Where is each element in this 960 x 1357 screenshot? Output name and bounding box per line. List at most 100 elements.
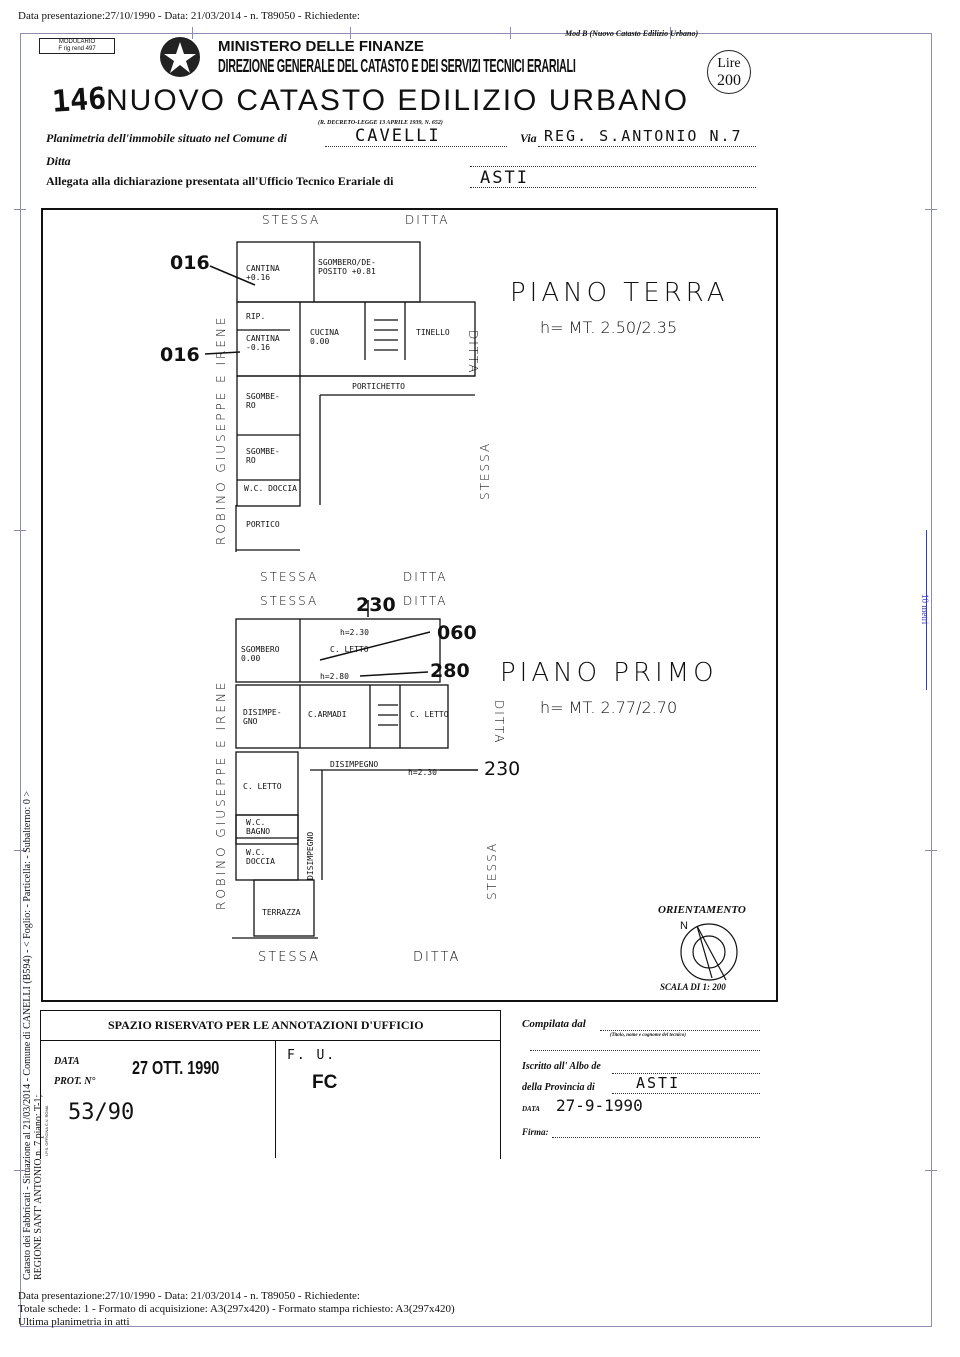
compiler-data-value: 27-9-1990 — [556, 1096, 643, 1115]
room-label: W.C. DOCCIA — [246, 848, 275, 866]
neighbor-label: STESSA — [478, 441, 492, 500]
provincia-line — [612, 1093, 760, 1094]
page-frame — [20, 33, 932, 1327]
annotation-note: F. U. — [287, 1048, 337, 1063]
via-label: Via — [520, 131, 537, 145]
room-label: SGOMBE-RO — [246, 392, 280, 410]
compilata-line — [600, 1030, 760, 1031]
neighbor-label: DITTA — [492, 700, 506, 745]
marker-label: 016 — [160, 344, 200, 366]
room-label: h=2.30 — [340, 628, 369, 637]
protocol-number: 53/90 — [68, 1100, 135, 1125]
room-label: h=2.30 — [408, 768, 437, 777]
comune-value[interactable]: CAVELLI — [355, 126, 441, 146]
room-label: SGOMBERO/DE-POSITO +0.81 — [318, 258, 376, 276]
frame-tick — [192, 27, 193, 39]
frame-tick — [14, 209, 26, 210]
price-label: Lire — [717, 56, 741, 71]
marker-label: 280 — [430, 660, 470, 682]
firma-label: Firma: — [522, 1127, 549, 1137]
marker-label: 230 — [356, 594, 396, 616]
comune-label: Planimetria dell'immobile situato nel Co… — [46, 131, 288, 145]
room-label: RIP. — [246, 312, 266, 321]
room-label: SGOMBE-RO — [246, 447, 280, 465]
vertical-address-info: REGIONE SANT' ANTONIO n. 7 piano: T-1; — [33, 1094, 44, 1280]
neighbor-label: DITTA — [413, 950, 461, 965]
room-label: h=2.80 — [320, 672, 349, 681]
floor-height: h= MT. 2.50/2.35 — [540, 318, 678, 337]
albo-label: Iscritto all' Albo de — [522, 1061, 601, 1072]
room-label: C.ARMADI — [308, 710, 347, 719]
mod-label: Mod B (Nuovo Catasto Edilizio Urbano) — [565, 29, 699, 38]
frame-tick — [670, 27, 671, 39]
compilata-label: Compilata dal — [522, 1018, 586, 1030]
room-label: DISIMPEGNO — [330, 760, 379, 769]
marker-arrows — [204, 265, 478, 771]
room-label: CANTINA +0.16 — [246, 264, 280, 282]
albo-line — [612, 1073, 760, 1074]
header-line: Data presentazione:27/10/1990 - Data: 21… — [18, 10, 360, 22]
compiler-data-label: DATA — [522, 1105, 540, 1113]
plan-area — [41, 208, 778, 1002]
neighbor-label: DITTA — [403, 570, 448, 584]
marker-label: 060 — [437, 622, 477, 644]
neighbor-label: DITTA — [403, 594, 448, 608]
ministry-name: MINISTERO DELLE FINANZE — [218, 38, 424, 55]
room-label: W.C. BAGNO — [246, 818, 271, 836]
floor-title: PIANO PRIMO — [500, 658, 718, 688]
floor-height: h= MT. 2.77/2.70 — [540, 698, 678, 717]
scale-bar — [926, 530, 927, 690]
room-label: CANTINA -0.16 — [246, 334, 280, 352]
room-label: TERRAZZA — [262, 908, 301, 917]
vertical-cadastre-info: Catasto dei Fabbricati - Situazione al 2… — [22, 791, 33, 1280]
via-line — [538, 146, 756, 147]
footer-line: Ultima planimetria in atti — [18, 1316, 130, 1328]
via-value[interactable]: REG. S.ANTONIO N.7 — [544, 127, 743, 145]
footer-line: Totale schede: 1 - Formato di acquisizio… — [18, 1303, 455, 1315]
neighbor-label: STESSA — [485, 841, 499, 900]
neighbor-label: STESSA — [260, 594, 319, 608]
first-floor-walls — [232, 618, 449, 939]
neighbor-label: STESSA — [260, 570, 319, 584]
frame-tick — [350, 27, 351, 39]
provincia-label: della Provincia di — [522, 1082, 595, 1093]
neighbor-owner-label: ROBINO GIUSEPPE E IRENE — [214, 314, 228, 545]
compilata-line-2 — [530, 1050, 760, 1051]
frame-tick — [925, 209, 937, 210]
neighbor-label: STESSA — [258, 950, 321, 965]
orientation-label: ORIENTAMENTO — [658, 904, 746, 916]
ditta-label: Ditta — [46, 154, 71, 168]
data-label: DATA — [54, 1056, 80, 1067]
north-label: N — [680, 920, 688, 932]
ditta-line — [470, 166, 756, 167]
footer-line: Data presentazione:27/10/1990 - Data: 21… — [18, 1290, 360, 1302]
price-stamp: Lire 200 — [707, 50, 751, 94]
neighbor-label: STESSA — [262, 213, 321, 227]
form-title: NUOVO CATASTO EDILIZIO URBANO — [106, 84, 690, 117]
annotations-title: SPAZIO RISERVATO PER LE ANNOTAZIONI D'UF… — [108, 1018, 424, 1032]
floor-plan-drawing — [204, 241, 738, 981]
decree-text: (R. DECRETO-LEGGE 13 APRILE 1939, N. 652… — [318, 120, 443, 126]
scale-bar-label: 10 metri — [920, 594, 930, 625]
comune-line — [325, 146, 507, 147]
room-label: CUCINA 0.00 — [310, 328, 339, 346]
prot-label: PROT. N° — [54, 1076, 96, 1087]
neighbor-owner-label: ROBINO GIUSEPPE E IRENE — [214, 679, 228, 910]
room-label: SGOMBERO 0.00 — [241, 645, 280, 663]
frame-tick — [925, 850, 937, 851]
modulario-label: MODULARIO — [58, 39, 96, 45]
frame-tick — [925, 1170, 937, 1171]
scale-label: SCALA DI 1: 200 — [660, 982, 726, 992]
frame-tick — [14, 850, 26, 851]
ufficio-label: Allegata alla dichiarazione presentata a… — [46, 174, 394, 188]
room-label: C. LETTO — [410, 710, 449, 719]
provincia-value: ASTI — [636, 1074, 681, 1092]
price-value: 200 — [717, 72, 741, 89]
marker-label: 230 — [484, 758, 521, 780]
room-label: W.C. DOCCIA — [244, 484, 297, 493]
ufficio-value[interactable]: ASTI — [480, 168, 529, 188]
compilata-sub: (Titolo, nome e cognome del tecnico) — [610, 1033, 686, 1038]
direction-name: DIREZIONE GENERALE DEL CATASTO E DEI SER… — [218, 56, 576, 76]
emblem-icon — [160, 37, 200, 77]
room-label: DISIMPEGNO — [306, 831, 315, 880]
